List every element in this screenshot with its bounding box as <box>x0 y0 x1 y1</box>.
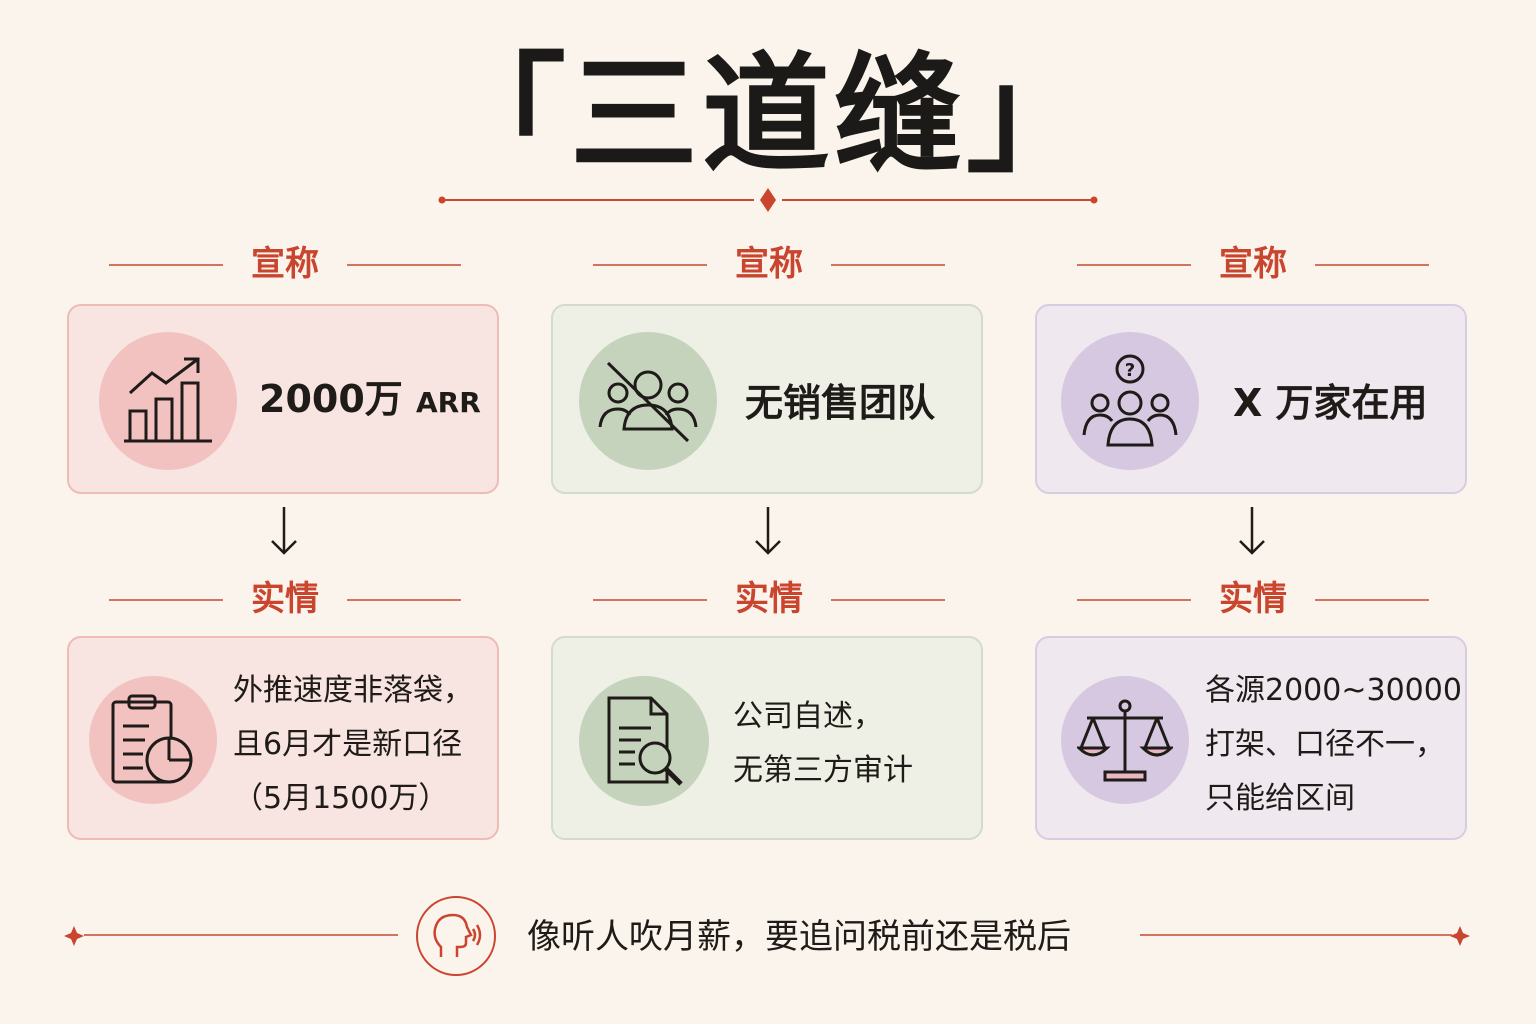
page-title: 「三道缝」 <box>437 40 1098 190</box>
fact-line: 公司自述， <box>733 699 883 734</box>
claim-card: 2000万 ARR <box>67 304 499 494</box>
fact-line: （5月1500万） <box>233 781 449 816</box>
fact-line: 只能给区间 <box>1205 781 1355 816</box>
fact-line: 无第三方审计 <box>733 753 913 788</box>
fact-label: 实情 <box>1219 579 1287 619</box>
no-team-icon <box>579 332 717 470</box>
claim-card: ? X 万家在用 <box>1035 304 1467 494</box>
users-question-icon: ? <box>1061 332 1199 470</box>
fact-line: 外推速度非落袋， <box>233 673 473 708</box>
speaking-head-icon <box>416 896 496 976</box>
fact-label: 实情 <box>735 579 803 619</box>
balance-scale-icon <box>1061 676 1189 804</box>
claim-suffix: ARR <box>416 386 481 419</box>
footer-divider-left <box>84 934 398 936</box>
claim-label: 宣称 <box>1219 244 1287 284</box>
claim-label: 宣称 <box>735 244 803 284</box>
svg-text:?: ? <box>1125 360 1135 381</box>
clipboard-pie-chart-icon <box>89 676 217 804</box>
growth-chart-icon <box>99 332 237 470</box>
fact-card: 外推速度非落袋， 且6月才是新口径 （5月1500万） <box>67 636 499 840</box>
footer-text: 像听人吹月薪，要追问税前还是税后 <box>527 917 1071 957</box>
claim-text: 2000万 <box>259 377 403 421</box>
fact-card: 公司自述， 无第三方审计 <box>551 636 983 840</box>
fact-line: 且6月才是新口径 <box>233 727 463 762</box>
down-arrow-icon <box>1239 507 1265 555</box>
diamond-ornament-left <box>64 926 84 946</box>
column-sales-team: 宣称 无销售团队 实情 <box>551 0 987 1024</box>
claim-text: 无销售团队 <box>745 381 936 425</box>
claim-text: X 万家在用 <box>1233 381 1428 425</box>
claim-card: 无销售团队 <box>551 304 983 494</box>
footer-divider-right <box>1140 934 1452 936</box>
down-arrow-icon <box>755 507 781 555</box>
fact-card: 各源2000~30000 打架、口径不一， 只能给区间 <box>1035 636 1467 840</box>
column-arr: 宣称 2000万 ARR 实情 <box>67 0 503 1024</box>
diamond-ornament-right <box>1450 926 1470 946</box>
column-users: 宣称 ? X 万家在用 实情 <box>1035 0 1471 1024</box>
down-arrow-icon <box>271 507 297 555</box>
claim-label: 宣称 <box>251 244 319 284</box>
fact-line: 各源2000~30000 <box>1205 673 1462 708</box>
document-search-icon <box>579 676 709 806</box>
title-divider <box>438 188 1098 212</box>
fact-label: 实情 <box>251 579 319 619</box>
fact-line: 打架、口径不一， <box>1205 727 1445 762</box>
